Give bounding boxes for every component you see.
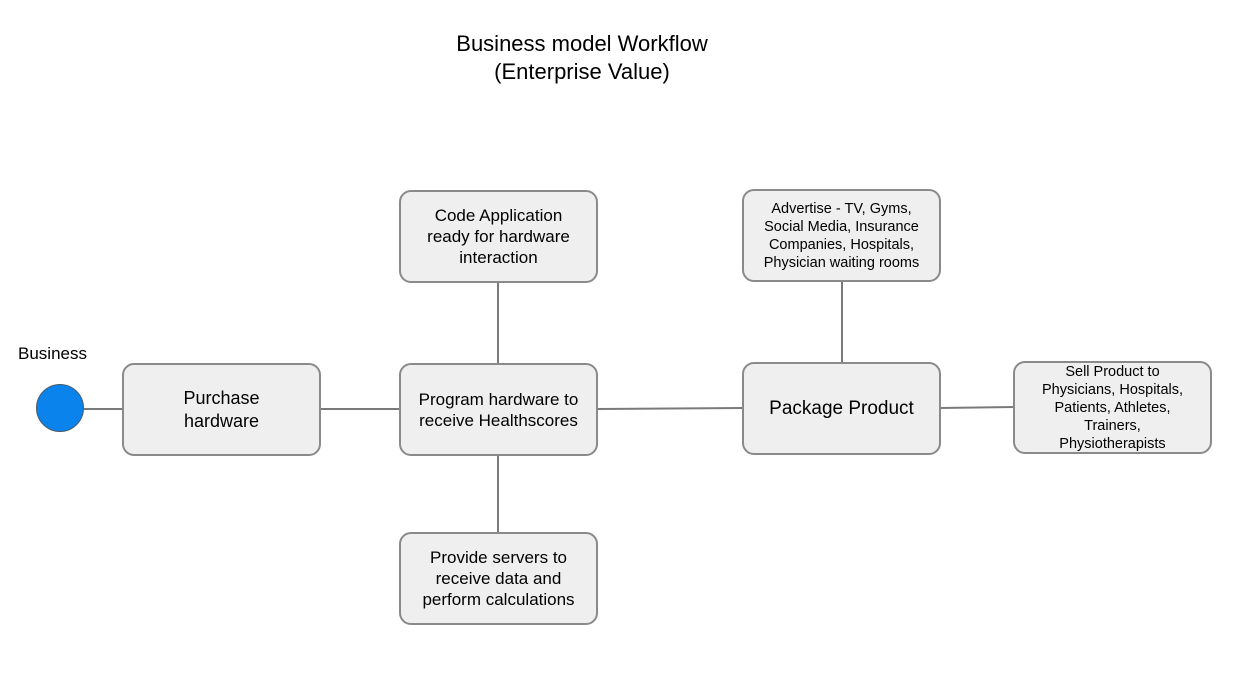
edge-package-sell: [939, 406, 1015, 409]
edge-program-package: [596, 407, 744, 410]
title-line-1: Business model Workflow: [456, 31, 708, 56]
node-code-application-label: Code Application ready for hardware inte…: [427, 206, 570, 267]
start-node[interactable]: [36, 384, 84, 432]
title-line-2: (Enterprise Value): [494, 59, 670, 84]
node-package-product[interactable]: Package Product: [742, 362, 941, 455]
start-label: Business: [18, 344, 87, 363]
node-code-application[interactable]: Code Application ready for hardware inte…: [399, 190, 598, 283]
diagram-title: Business model Workflow (Enterprise Valu…: [432, 30, 732, 86]
node-package-product-label: Package Product: [769, 397, 914, 419]
node-program-hardware[interactable]: Program hardware to receive Healthscores: [399, 363, 598, 456]
node-provide-servers-label: Provide servers to receive data and perf…: [422, 548, 575, 609]
node-provide-servers[interactable]: Provide servers to receive data and perf…: [399, 532, 598, 625]
node-purchase-hardware[interactable]: Purchase hardware: [122, 363, 321, 456]
node-advertise-label: Advertise - TV, Gyms, Social Media, Insu…: [763, 200, 920, 271]
node-program-hardware-label: Program hardware to receive Healthscores: [418, 389, 579, 430]
node-purchase-hardware-label: Purchase hardware: [183, 387, 260, 431]
node-sell-product[interactable]: Sell Product to Physicians, Hospitals, P…: [1013, 361, 1212, 454]
node-advertise[interactable]: Advertise - TV, Gyms, Social Media, Insu…: [742, 189, 941, 282]
node-sell-product-label: Sell Product to Physicians, Hospitals, P…: [1041, 363, 1184, 452]
